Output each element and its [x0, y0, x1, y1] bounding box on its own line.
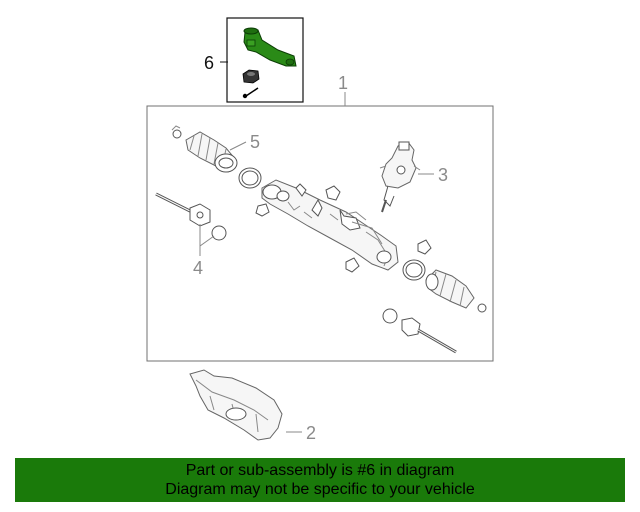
- part-1-box: [146, 105, 494, 362]
- bush-bottom-part: [345, 257, 360, 273]
- banner-line-2: Diagram may not be specific to your vehi…: [165, 481, 475, 498]
- boot-right-part: [425, 269, 475, 309]
- callout-1: 1: [338, 73, 348, 93]
- callout-5: 5: [250, 132, 260, 152]
- clamp-right-part: [477, 303, 487, 313]
- leader-5: [229, 141, 247, 151]
- callout-2: 2: [306, 423, 316, 443]
- inner-tie-rod-right-part: [382, 308, 457, 354]
- callout-6: 6: [204, 53, 214, 73]
- part-1-group[interactable]: 1 5 4: [146, 73, 494, 362]
- inner-tie-rod-left-part: [155, 192, 227, 241]
- banner-line-1: Part or sub-assembly is #6 in diagram: [185, 462, 455, 479]
- bush-small-part: [255, 203, 270, 217]
- bush-right-part: [417, 239, 432, 255]
- leader-4: [199, 224, 215, 256]
- callout-3: 3: [438, 165, 448, 185]
- clamp-left-part: [171, 125, 182, 139]
- info-banner: Part or sub-assembly is #6 in diagram Di…: [15, 458, 625, 502]
- nut-part: [242, 69, 260, 84]
- rack-housing-part: [261, 179, 399, 271]
- tie-rod-end-part: [243, 27, 297, 67]
- callout-4: 4: [193, 258, 203, 278]
- valve-pinion-part-3: [379, 141, 421, 213]
- shield-part-2: [189, 369, 283, 441]
- bush-top-part: [325, 185, 341, 201]
- boot-part-5: [185, 131, 238, 173]
- part-2-group[interactable]: 2: [189, 369, 316, 443]
- cotter-pin-part: [242, 87, 259, 99]
- part-6-group[interactable]: 6: [204, 17, 304, 103]
